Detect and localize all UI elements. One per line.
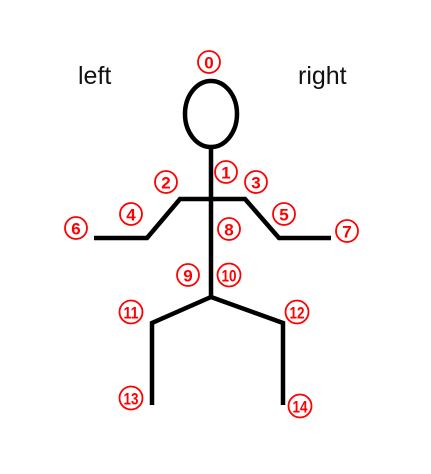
keypoint-circle: [118, 385, 144, 411]
left-leg: [149, 294, 212, 405]
keypoint-number: 13: [124, 390, 139, 409]
keypoint-number: 3: [251, 174, 260, 193]
keypoint-0: 0: [197, 50, 221, 74]
keypoint-circle: [216, 262, 242, 288]
keypoint-circle: [154, 170, 178, 194]
keypoint-circle: [244, 170, 268, 194]
keypoint-9: 9: [176, 263, 200, 287]
keypoint-number: 11: [124, 304, 139, 323]
keypoint-5: 5: [272, 202, 296, 226]
keypoint-circle: [176, 263, 200, 287]
keypoint-circle: [335, 219, 359, 243]
keypoint-circle: [64, 216, 88, 240]
keypoint-number: 0: [204, 54, 213, 73]
keypoint-8: 8: [217, 217, 241, 241]
stick-figure: [94, 78, 331, 405]
left-label: left: [78, 62, 111, 90]
keypoint-4: 4: [119, 202, 143, 226]
head-shape: [182, 78, 240, 150]
keypoint-number: 2: [161, 174, 170, 193]
right-arm: [211, 196, 331, 241]
keypoint-number: 7: [342, 223, 351, 242]
keypoint-7: 7: [335, 219, 359, 243]
keypoint-circle: [217, 217, 241, 241]
keypoint-number: 8: [224, 221, 233, 240]
keypoint-number: 9: [183, 267, 192, 286]
keypoint-number: 14: [293, 398, 308, 417]
keypoint-circle: [272, 202, 296, 226]
keypoint-10: 10: [216, 262, 242, 288]
keypoint-circle: [119, 202, 143, 226]
keypoint-1: 1: [214, 160, 238, 184]
keypoint-number: 5: [279, 206, 288, 225]
keypoint-number: 10: [222, 267, 237, 286]
keypoint-3: 3: [244, 170, 268, 194]
keypoint-circle: [197, 50, 221, 74]
keypoint-12: 12: [284, 299, 310, 325]
keypoint-13: 13: [118, 385, 144, 411]
left-arm: [94, 196, 211, 241]
keypoint-circle: [287, 393, 313, 419]
keypoint-2: 2: [154, 170, 178, 194]
right-leg: [210, 294, 286, 405]
keypoint-circle: [118, 299, 144, 325]
keypoint-11: 11: [118, 299, 144, 325]
keypoint-number: 4: [126, 206, 136, 225]
keypoint-number: 12: [290, 304, 305, 323]
keypoint-number: 6: [71, 220, 80, 239]
keypoint-6: 6: [64, 216, 88, 240]
keypoint-circle: [284, 299, 310, 325]
keypoint-circle: [214, 160, 238, 184]
keypoint-14: 14: [287, 393, 313, 419]
right-label: right: [298, 62, 347, 90]
keypoint-number: 1: [221, 164, 230, 183]
